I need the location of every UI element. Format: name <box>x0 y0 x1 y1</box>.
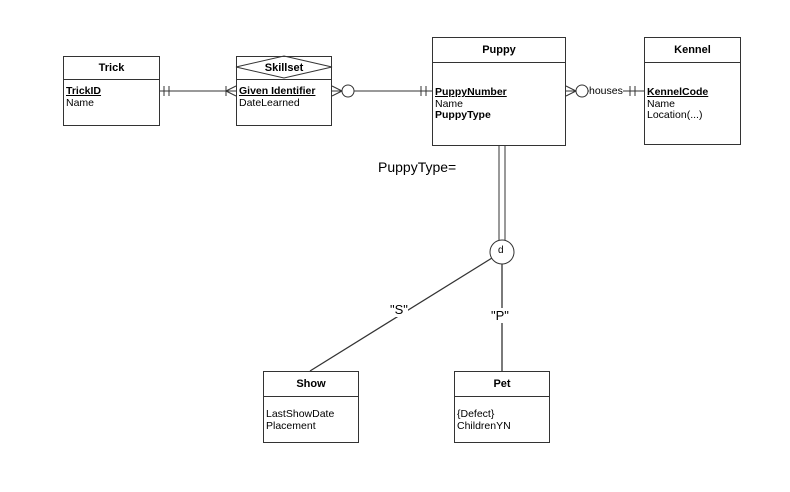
kennel-pk-kennelcode: KennelCode <box>647 86 709 98</box>
puppy-attr-name: Name <box>435 97 464 110</box>
entity-show[interactable]: Show LastShowDate Placement <box>263 371 359 443</box>
pet-attr-childrenyn: ChildrenYN <box>457 419 511 432</box>
entity-kennel-title: Kennel <box>645 38 740 63</box>
entity-puppy[interactable]: Puppy PuppyNumber Name PuppyType <box>432 37 566 146</box>
trick-pk-trickid: TrickID <box>66 85 102 97</box>
entity-show-title: Show <box>264 372 358 397</box>
entity-pet[interactable]: Pet {Defect} ChildrenYN <box>454 371 550 443</box>
puppy-attr-puppytype: PuppyType <box>435 109 491 121</box>
subtype-value-show: "S" <box>390 302 408 317</box>
skillset-diamond <box>235 55 333 79</box>
kennel-attr-location: Location(...) <box>647 109 703 121</box>
skillset-puppy-connector <box>331 84 432 98</box>
relationship-label-houses: houses <box>589 85 623 97</box>
subtype-value-pet: "P" <box>491 308 509 323</box>
pet-attr-defect: {Defect} <box>457 408 495 420</box>
skillset-attr-datelearned: DateLearned <box>239 96 300 109</box>
trick-attr-name: Name <box>66 96 95 109</box>
entity-kennel[interactable]: Kennel KennelCode Name Location(...) <box>644 37 741 145</box>
kennel-attr-name: Name <box>647 97 676 110</box>
entity-trick[interactable]: Trick TrickID Name <box>63 56 160 126</box>
puppy-pk-puppynumber: PuppyNumber <box>435 86 507 98</box>
entity-skillset-title: Skillset <box>237 57 331 80</box>
trick-skillset-connector <box>160 85 237 97</box>
discriminator-label: PuppyType= <box>378 159 457 175</box>
entity-trick-title: Trick <box>64 57 159 80</box>
show-attr-placement: Placement <box>266 419 316 432</box>
skillset-pk-given-identifier: Given Identifier <box>239 85 316 97</box>
show-attr-lastshowdate: LastShowDate <box>266 408 335 420</box>
disjoint-circle-label: d <box>498 245 504 256</box>
entity-skillset[interactable]: Skillset Given Identifier DateLearned <box>236 56 332 126</box>
puppy-specialization-line <box>498 146 506 241</box>
disjoint-circle <box>489 239 515 265</box>
entity-puppy-title: Puppy <box>433 38 565 63</box>
entity-pet-title: Pet <box>455 372 549 397</box>
